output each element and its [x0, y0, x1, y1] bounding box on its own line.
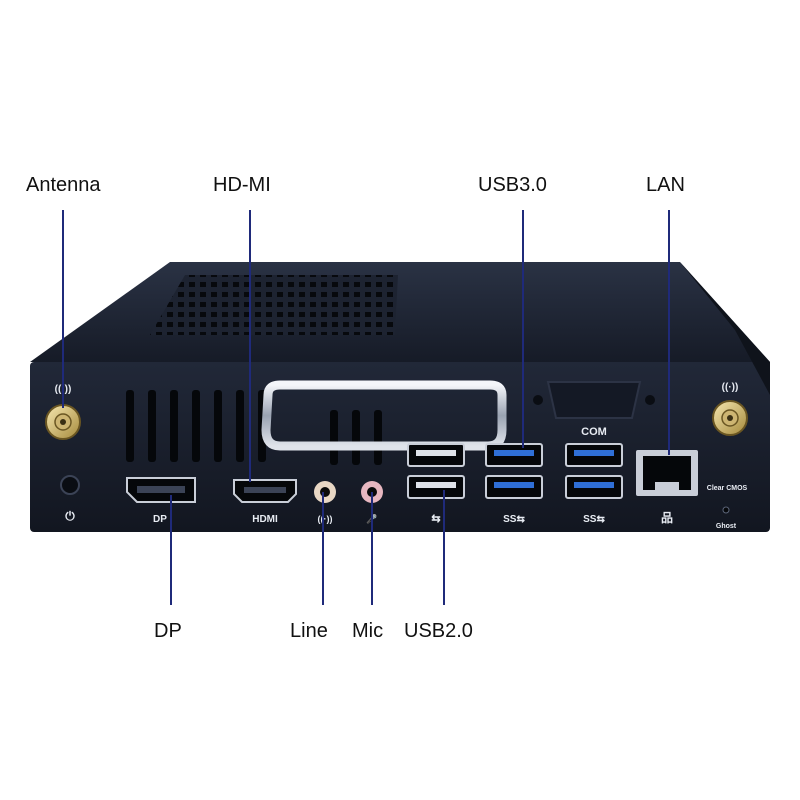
- ghost-silkscreen: Ghost: [716, 523, 737, 530]
- usb3-ports-stack-2: SS⇆: [565, 443, 623, 525]
- com-silkscreen: COM: [581, 426, 607, 438]
- callout-line-dp: [170, 495, 172, 605]
- lan-port: 品: [636, 450, 698, 525]
- chassis-top: [30, 262, 770, 362]
- callout-line-mic: [371, 492, 373, 605]
- callout-line-lan: [668, 210, 670, 455]
- usb3-logo-2: SS⇆: [583, 514, 605, 525]
- ghost-button: [722, 506, 730, 514]
- callout-line-usb3: [522, 210, 524, 448]
- callout-line-line: [322, 492, 324, 605]
- hdmi-silkscreen: HDMI: [252, 514, 278, 525]
- callout-lan: LAN: [646, 174, 685, 196]
- svg-text:((·)): ((·)): [722, 382, 739, 393]
- top-vent-grid: [150, 275, 398, 335]
- clear-cmos-silkscreen: Clear CMOS: [707, 485, 748, 492]
- antenna-right-connector: ((·)): [712, 382, 748, 436]
- hdmi-port: HDMI: [233, 479, 297, 525]
- usb2-ports: ⇆: [407, 443, 465, 525]
- dp-port: DP: [126, 477, 196, 525]
- callout-line-usb2: [443, 490, 445, 605]
- usb3-logo-1: SS⇆: [503, 514, 525, 525]
- svg-text:⇆: ⇆: [431, 513, 440, 525]
- callout-dp: DP: [154, 620, 182, 642]
- svg-text:品: 品: [661, 511, 673, 525]
- svg-text:((·)): ((·)): [318, 514, 333, 524]
- callout-line: Line: [290, 620, 328, 642]
- svg-text:⏻: ⏻: [65, 509, 75, 523]
- com-port-cover: COM: [533, 381, 655, 438]
- power-button: ⏻: [60, 475, 80, 523]
- callout-hdmi-top: HD-MI: [213, 174, 271, 196]
- chassis-handle: [261, 380, 507, 451]
- callout-line-antenna: [62, 210, 64, 408]
- dp-silkscreen: DP: [153, 514, 167, 525]
- callout-usb3: USB3.0: [478, 174, 547, 196]
- callout-mic: Mic: [352, 620, 384, 642]
- callout-antenna: Antenna: [26, 174, 101, 196]
- callout-usb2: USB2.0: [404, 620, 473, 642]
- usb3-ports-stack-1: SS⇆: [485, 443, 543, 525]
- callout-line-hdmi-top: [249, 210, 251, 482]
